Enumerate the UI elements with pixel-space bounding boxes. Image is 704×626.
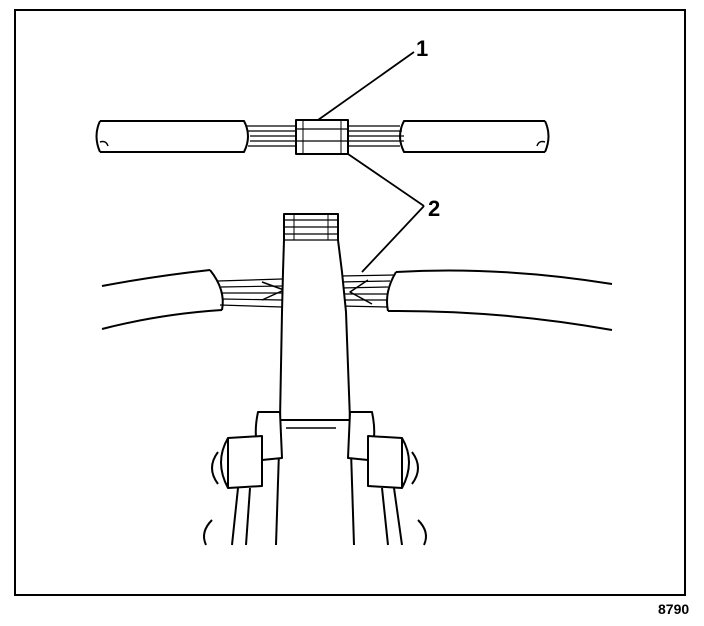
- callout-2: 2: [428, 196, 440, 221]
- figure-id: 8790: [658, 601, 689, 617]
- left-insulated-wire: [95, 120, 249, 153]
- right-stripped-strands: [348, 125, 404, 147]
- callout-1: 1: [416, 36, 428, 61]
- bottom-crimp-assembly: [101, 213, 613, 546]
- crimp-tool-body: [203, 411, 427, 546]
- right-curved-wire: [339, 269, 613, 331]
- right-insulated-wire: [399, 120, 550, 153]
- figure-frame: [14, 9, 686, 596]
- crimp-tool-jaw: [279, 213, 351, 421]
- leader-line-2a: [347, 153, 425, 207]
- left-stripped-strands: [246, 125, 296, 147]
- leader-line-1: [317, 51, 415, 121]
- top-splice-assembly: [95, 119, 550, 155]
- left-curved-wire: [101, 269, 285, 330]
- leader-line-2b: [361, 205, 425, 273]
- leader-lines: [317, 51, 425, 273]
- splice-sleeve: [295, 119, 349, 155]
